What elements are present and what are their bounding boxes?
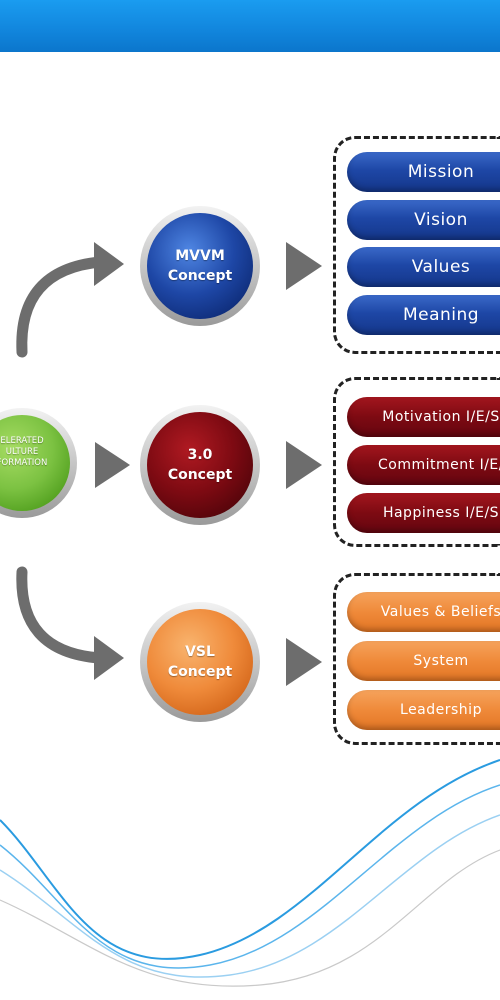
wave-line-4 xyxy=(0,849,500,987)
wave-line-2 xyxy=(0,784,500,969)
three-concept-circle xyxy=(147,412,253,518)
start-node-line-2: ULTURE xyxy=(5,447,39,457)
vsl-items-group xyxy=(333,573,500,745)
vsl-item-label: System xyxy=(413,653,469,669)
three-item-label: Motivation I/E/S xyxy=(382,409,500,425)
header-bar xyxy=(0,0,500,52)
three-item-happiness: Happiness I/E/S xyxy=(347,493,500,533)
three-item-commitment: Commitment I/E/ xyxy=(347,445,500,485)
curve-arrow-down-head xyxy=(94,636,124,680)
mvvm-items-group xyxy=(333,136,500,354)
mvvm-item-values: Values xyxy=(347,247,500,287)
start-node-label: ELERATED ULTURE FORMATION xyxy=(0,436,70,469)
three-concept-label: 3.0 Concept xyxy=(150,445,250,485)
vsl-concept-line-1: VSL xyxy=(185,644,215,660)
three-items-group xyxy=(333,377,500,547)
vsl-item-label: Values & Beliefs xyxy=(380,604,500,620)
mvvm-concept-line-1: MVVM xyxy=(175,248,225,264)
start-node xyxy=(0,415,70,511)
mvvm-item-label: Values xyxy=(411,257,471,277)
vsl-item-values-beliefs: Values & Beliefs xyxy=(347,592,500,632)
mvvm-concept-circle xyxy=(147,213,253,319)
wave-line-3 xyxy=(0,814,500,978)
wave-line-1 xyxy=(0,759,500,960)
three-item-label: Happiness I/E/S xyxy=(382,505,500,521)
vsl-item-leadership: Leadership xyxy=(347,690,500,730)
mvvm-concept-label: MVVM Concept xyxy=(150,246,250,286)
mvvm-item-meaning: Meaning xyxy=(347,295,500,335)
curve-arrow-down xyxy=(16,566,106,664)
start-node-line-1: ELERATED xyxy=(0,436,44,446)
vsl-concept-circle xyxy=(147,609,253,715)
mvvm-item-vision: Vision xyxy=(347,200,500,240)
vsl-concept-label: VSL Concept xyxy=(150,642,250,682)
mvvm-item-label: Mission xyxy=(407,162,475,182)
arrow-mvvm-to-items xyxy=(286,242,322,290)
mvvm-concept-line-2: Concept xyxy=(167,268,233,284)
vsl-item-label: Leadership xyxy=(400,702,482,718)
mvvm-item-label: Meaning xyxy=(402,305,480,325)
mvvm-item-label: Vision xyxy=(414,210,468,230)
three-item-label: Commitment I/E/ xyxy=(378,457,500,473)
three-concept-line-1: 3.0 xyxy=(187,447,213,463)
arrow-start-to-three xyxy=(95,442,130,488)
start-node-line-3: FORMATION xyxy=(0,458,48,468)
arrow-vsl-to-items xyxy=(286,638,322,686)
vsl-item-system: System xyxy=(347,641,500,681)
curve-arrow-up xyxy=(16,256,106,358)
mvvm-item-mission: Mission xyxy=(347,152,500,192)
vsl-concept-line-2: Concept xyxy=(167,664,233,680)
three-item-motivation: Motivation I/E/S xyxy=(347,397,500,437)
three-concept-line-2: Concept xyxy=(167,467,233,483)
arrow-three-to-items xyxy=(286,441,322,489)
curve-arrow-up-head xyxy=(94,242,124,286)
